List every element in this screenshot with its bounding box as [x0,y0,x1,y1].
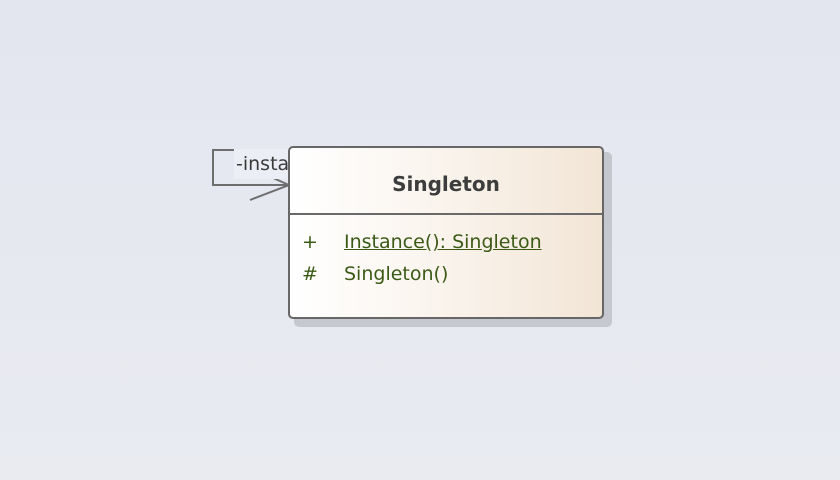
operation-signature: Instance(): Singleton [344,231,542,253]
visibility-protected: # [302,263,318,285]
class-name: Singleton [392,172,500,196]
operation-signature: Singleton() [344,263,449,285]
visibility-public: + [302,231,318,253]
operation-instance[interactable]: + Instance(): Singleton [302,228,542,256]
operation-constructor[interactable]: # Singleton() [302,260,448,288]
compartment-divider [290,213,602,215]
singleton-class[interactable]: Singleton + Instance(): Singleton # Single… [288,146,604,319]
